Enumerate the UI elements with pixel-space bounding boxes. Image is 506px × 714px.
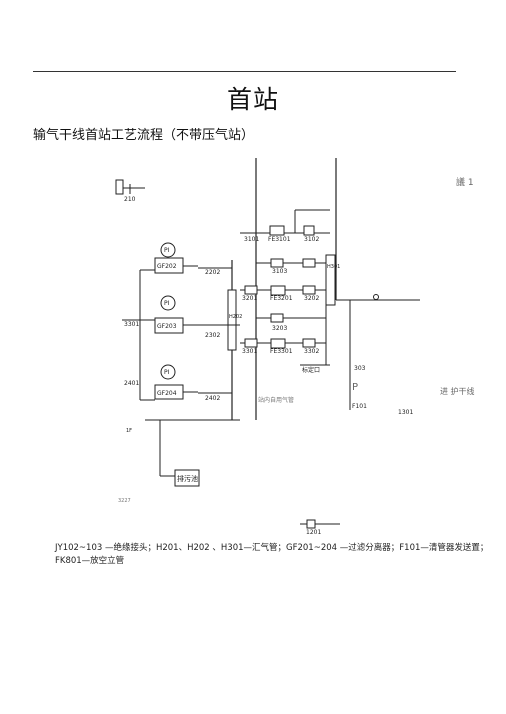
label-1301: 1301 [398, 409, 413, 416]
label-3101: 3101 [244, 236, 259, 243]
label-gf204: GF204 [157, 390, 177, 397]
label-1201: 1201 [306, 529, 321, 536]
label-pi-2: PI [164, 300, 170, 307]
label-meter-port: 标定口 [302, 366, 320, 374]
label-2302: 2302 [205, 332, 220, 339]
label-gf203: GF203 [157, 323, 177, 330]
label-fe3301: FE3301 [270, 348, 293, 355]
collector-h301 [325, 254, 336, 306]
label-h301: H301 [327, 264, 340, 270]
label-3203: 3203 [272, 325, 287, 332]
page-subtitle: 输气干线首站工艺流程（不带压气站） [33, 128, 255, 143]
label-3202: 3202 [304, 295, 319, 302]
label-fe3201: FE3201 [270, 295, 293, 302]
label-site-gas: 站内自用气管 [258, 396, 294, 404]
label-2402: 2402 [205, 395, 220, 402]
label-fe3101: FE3101 [268, 236, 291, 243]
label-3103: 3103 [272, 268, 287, 275]
header-rule [33, 71, 456, 72]
label-pi-3: PI [164, 369, 170, 376]
caption-line-2: FK801—放空立管 [55, 556, 125, 566]
label-h202: H202 [229, 314, 242, 320]
label-210: 210 [124, 196, 136, 203]
label-3301: 3301 [124, 321, 139, 328]
label-left-bottom: 3227 [118, 498, 131, 504]
drain-pit [174, 469, 200, 487]
label-303: 303 [354, 365, 366, 372]
label-3201: 3201 [242, 295, 257, 302]
label-3301-b: 3301 [242, 348, 257, 355]
label-f101: F101 [352, 403, 367, 410]
label-drain-pit: 排污池 [177, 474, 198, 483]
label-side-note: 1F [126, 428, 132, 434]
label-3302: 3302 [304, 348, 319, 355]
label-top-right: 議 1 [456, 176, 474, 188]
label-pi-1: PI [164, 247, 170, 254]
top-left-vessel [115, 179, 124, 195]
label-2202: 2202 [205, 269, 220, 276]
manifold-h202 [227, 289, 237, 351]
label-right-note: 进 护干线 [440, 386, 475, 396]
label-3102: 3102 [304, 236, 319, 243]
caption-line-1: JY102~103 —绝缘接头；H201、H202 、H301—汇气管；GF20… [55, 543, 489, 553]
label-gf202: GF202 [157, 263, 177, 270]
label-2401: 2401 [124, 380, 139, 387]
label-p: P [352, 382, 358, 393]
page-title: 首站 [226, 85, 279, 114]
